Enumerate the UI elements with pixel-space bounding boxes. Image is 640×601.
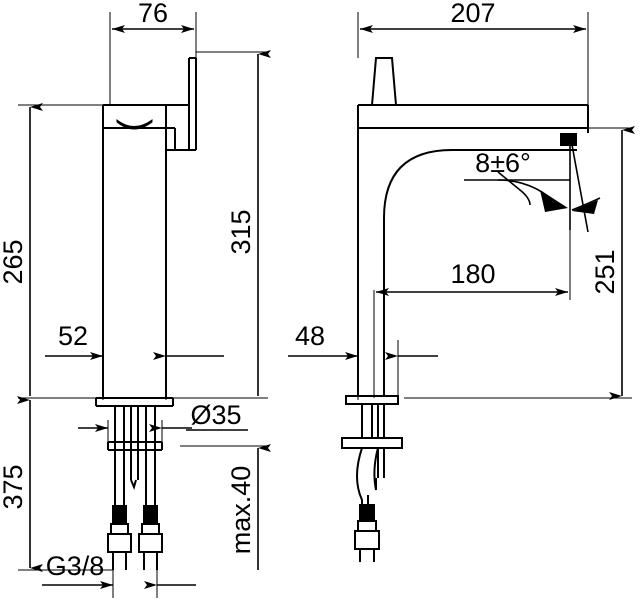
side-view-geometry — [357, 104, 589, 398]
front-view-dimension-315: 315 — [173, 50, 271, 399]
dimension-label-48: 48 — [295, 321, 325, 351]
side-view-shank-and-hose — [341, 395, 403, 505]
dimension-label-angle: 8±6° — [475, 148, 531, 178]
dimension-label-180: 180 — [450, 259, 495, 289]
side-view-dimension-48: 48 — [288, 321, 438, 400]
front-view-dimension-max40: max.40 — [180, 397, 271, 570]
side-view-hose-fitting — [354, 504, 380, 562]
dimension-label-375: 375 — [0, 464, 28, 509]
front-view-shanks-and-hoses — [107, 406, 163, 506]
front-view-dimension-d35: Ø35 — [78, 400, 248, 444]
dimension-label-max40: max.40 — [226, 466, 256, 555]
dimension-label-265: 265 — [0, 239, 28, 284]
front-view-dimension-265: 265 — [0, 103, 103, 399]
front-view-dimension-g38: G3/8 — [42, 551, 196, 598]
side-view-dimension-207: 207 — [357, 0, 589, 105]
dimension-label-g38: G3/8 — [46, 551, 105, 581]
side-view-dimension-180: 180 — [373, 230, 571, 398]
dimension-label-251: 251 — [590, 249, 620, 294]
front-view-dimension-52: 52 — [45, 321, 224, 400]
front-view-base-flange — [95, 397, 174, 407]
lever-handle-indicator — [116, 118, 153, 130]
dimension-label-52: 52 — [58, 321, 88, 351]
side-view-dimension-angle: 8±6° — [464, 133, 601, 233]
side-view-dimension-251: 251 — [404, 126, 635, 400]
dimension-label-315: 315 — [226, 209, 256, 254]
dimension-label-207: 207 — [450, 0, 495, 28]
front-view-dimension-76: 76 — [109, 0, 197, 105]
front-view-dimension-375: 375 — [0, 396, 113, 572]
front-view-hose-fittings — [107, 505, 163, 570]
dimension-label-76: 76 — [138, 0, 168, 28]
dimension-label-d35: Ø35 — [190, 400, 241, 430]
front-view-geometry — [102, 57, 197, 398]
side-view-lever-handle — [370, 57, 398, 106]
